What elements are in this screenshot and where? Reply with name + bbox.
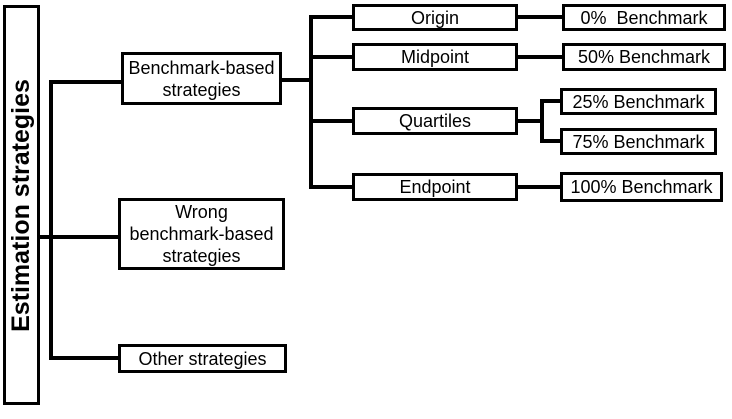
node-wrong-benchmark-based-strategies: Wrong benchmark-based strategies xyxy=(118,198,285,270)
connector-benchmark-based-out xyxy=(282,78,313,82)
connector-quartiles-out xyxy=(518,119,544,123)
node-label: Midpoint xyxy=(400,47,470,67)
node-benchmark-based-strategies: Benchmark-based strategies xyxy=(121,52,282,105)
root-node-label: Estimation strategies xyxy=(7,78,36,332)
node-label: 50% Benchmark xyxy=(577,47,711,67)
node-origin: Origin xyxy=(352,4,518,31)
connector-endpoint-to-benchmark-100 xyxy=(518,185,562,189)
connector-origin-to-benchmark-0 xyxy=(518,15,564,19)
node-label: Origin xyxy=(410,7,459,28)
connector-to-benchmark-25 xyxy=(540,99,562,103)
node-label-line: Wrong xyxy=(175,202,228,222)
connector-to-origin xyxy=(309,15,354,19)
node-label: 0% Benchmark xyxy=(580,7,708,28)
connector-root-to-trunk xyxy=(40,235,122,239)
connector-to-benchmark-based xyxy=(49,80,123,84)
node-other-strategies: Other strategies xyxy=(118,344,287,373)
connector-midpoint-to-benchmark-50 xyxy=(518,55,564,59)
node-benchmark-75: 75% Benchmark xyxy=(560,128,717,155)
node-label-line: benchmark-based xyxy=(129,224,274,244)
root-node-estimation-strategies: Estimation strategies xyxy=(3,5,40,405)
node-benchmark-25: 25% Benchmark xyxy=(560,88,717,115)
connector-trunk-level1 xyxy=(49,80,53,360)
node-benchmark-100: 100% Benchmark xyxy=(560,172,723,202)
connector-to-midpoint xyxy=(309,55,354,59)
node-label-line: strategies xyxy=(162,79,241,100)
node-label: Quartiles xyxy=(398,111,472,131)
node-label: Other strategies xyxy=(138,348,267,369)
node-label-line: Benchmark-based xyxy=(128,57,275,78)
node-endpoint: Endpoint xyxy=(352,173,518,201)
connector-to-endpoint xyxy=(309,185,354,189)
node-label-line: strategies xyxy=(162,246,241,266)
connector-to-other-strategies xyxy=(49,356,120,360)
node-benchmark-50: 50% Benchmark xyxy=(562,43,726,71)
node-label: 25% Benchmark xyxy=(572,91,705,112)
connector-trunk-level2 xyxy=(309,15,313,189)
connector-to-benchmark-75 xyxy=(540,139,562,143)
node-benchmark-0: 0% Benchmark xyxy=(562,4,726,31)
node-label: 100% Benchmark xyxy=(570,177,713,197)
node-quartiles: Quartiles xyxy=(352,107,518,135)
node-label: 75% Benchmark xyxy=(572,131,705,152)
node-label: Endpoint xyxy=(399,177,471,197)
connector-to-quartiles xyxy=(309,119,354,123)
node-midpoint: Midpoint xyxy=(352,43,518,71)
connector-trunk-quartiles xyxy=(540,99,544,143)
